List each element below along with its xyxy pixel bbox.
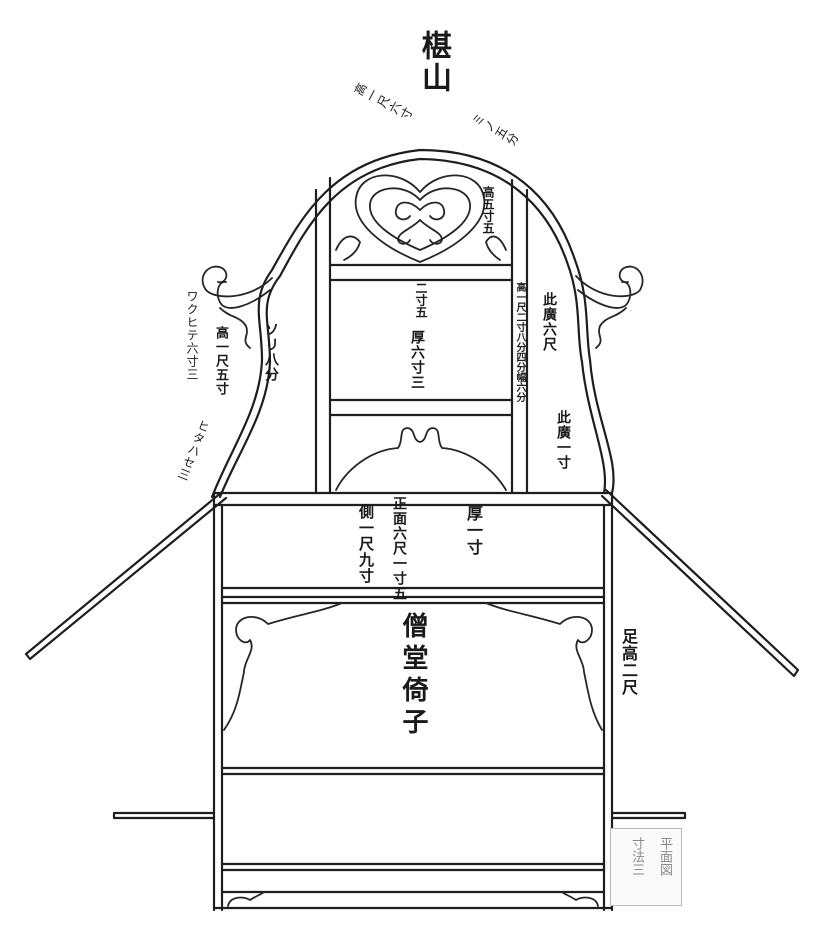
annotation-seat-front: 正面六尺一寸五: [391, 496, 407, 601]
foot-bar: [112, 811, 687, 820]
annotation-back-panel-top: 二寸五: [414, 282, 428, 318]
annotation-right-width-lower: 此廣一寸: [555, 410, 571, 470]
annotation-left-inner: ソリ八分: [263, 322, 279, 382]
seat: [212, 491, 614, 912]
annotation-left-outer: ワクヒテ六寸三: [185, 290, 199, 381]
drawing-title: 椹山: [416, 30, 451, 94]
main-label: 僧堂倚子: [398, 612, 428, 740]
back-apron: [335, 427, 507, 491]
seal-stamp: 平面図 寸法三: [610, 828, 682, 906]
annotation-back-panel-thickness: 厚六寸三: [409, 330, 425, 390]
back-rails: [328, 263, 514, 417]
annotation-left-height: 高一尺五寸: [213, 326, 228, 396]
left-scroll-ornament: [201, 265, 273, 349]
side-diagonal-braces: [24, 488, 800, 678]
stamp-col-1: 平面図: [657, 837, 672, 876]
annotation-seat-thickness: 厚一寸: [464, 505, 483, 556]
annotation-seat-side: 側一尺九寸: [357, 504, 375, 584]
right-scroll-ornament: [575, 265, 644, 349]
back-posts: [314, 176, 529, 495]
annotation-crest-height: 高五寸五: [481, 186, 495, 234]
stamp-col-2: 寸法三: [629, 837, 644, 876]
crest-rail: [210, 148, 615, 499]
front-apron-ornaments: [223, 602, 603, 731]
crest-medallion: [335, 174, 507, 263]
annotation-right-post: 高一尺二寸八分四分幅六分: [514, 282, 525, 402]
lower-stretchers: [212, 766, 614, 910]
annotation-right-width-top: 此廣六尺: [541, 292, 557, 352]
annotation-leg-height: 足高二尺: [619, 628, 638, 696]
